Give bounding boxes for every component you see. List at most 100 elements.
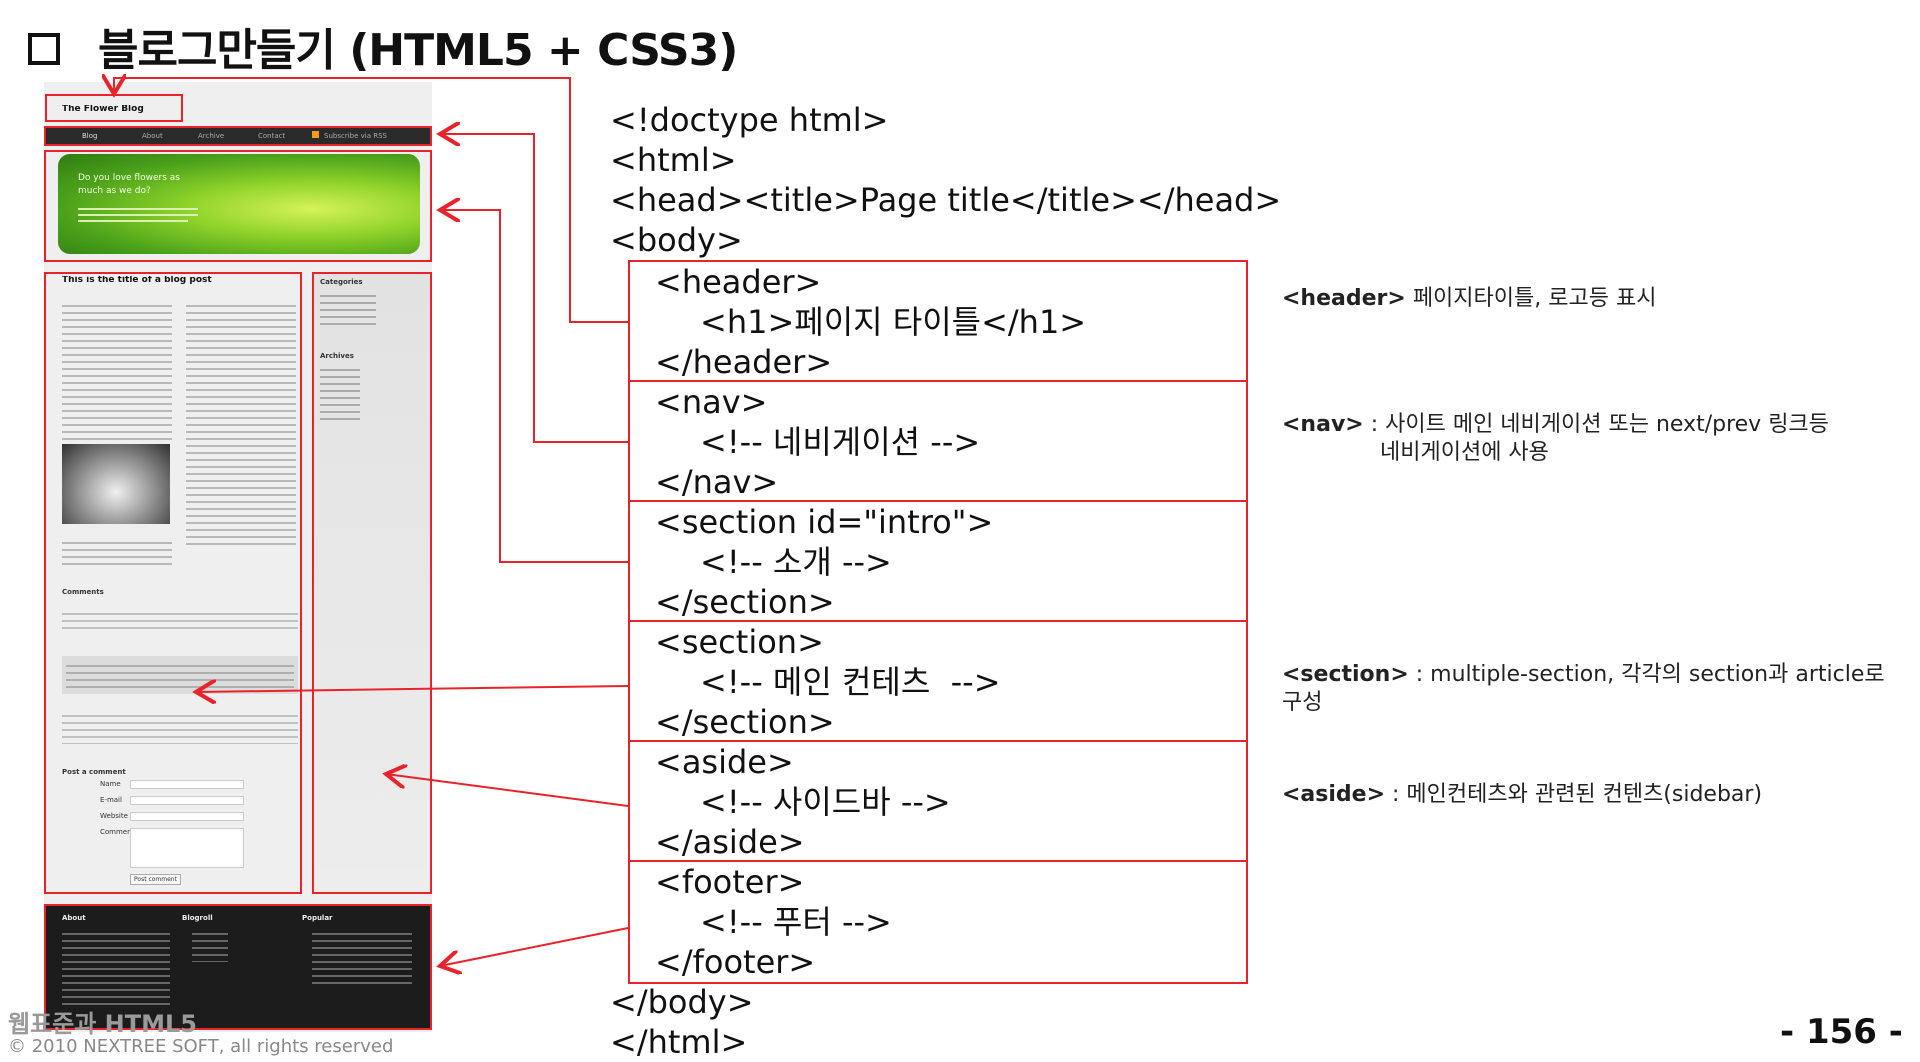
thumb-footer-about-text — [62, 928, 170, 1008]
arrow-aside — [386, 774, 629, 807]
thumb-sidebar-archives: Archives — [320, 352, 354, 360]
code-footer-close: </footer> — [655, 943, 816, 981]
code-body-close: </body> — [610, 983, 754, 1021]
checkbox-bullet-icon — [28, 33, 60, 65]
thumb-name-input — [130, 780, 244, 789]
desc-aside-tag: <aside> — [1282, 782, 1386, 807]
code-footer-comment: <!-- 푸터 --> — [700, 903, 892, 941]
thumb-footer-about: About — [62, 914, 86, 922]
thumb-comment-1 — [62, 608, 298, 634]
thumb-nav-contact: Contact — [258, 132, 286, 140]
code-nav-open: <nav> — [655, 383, 768, 421]
desc-section-text: : multiple-section, 각각의 section과 article… — [1408, 662, 1885, 687]
code-section-close: </section> — [655, 703, 835, 741]
thumb-archives-list — [320, 364, 360, 420]
code-intro-open: <section id="intro"> — [655, 503, 994, 541]
thumb-footer-popular-list — [312, 928, 412, 988]
code-aside-open: <aside> — [655, 743, 794, 781]
thumb-post-text-col2 — [186, 300, 296, 550]
thumb-website-input — [130, 812, 244, 821]
desc-nav-tag: <nav> — [1282, 412, 1364, 437]
thumb-footer-box — [44, 904, 432, 1030]
desc-nav: <nav> : 사이트 메인 네비게이션 또는 next/prev 링크등 — [1282, 410, 1829, 440]
thumb-intro-heading: Do you love flowers as much as we do? — [78, 173, 180, 196]
thumb-nav-about: About — [142, 132, 163, 140]
thumb-main-box — [44, 272, 302, 894]
desc-nav-line2: 네비게이션에 사용 — [1380, 440, 1549, 465]
thumb-form-label-name: Name — [100, 780, 121, 788]
code-body-open: <body> — [610, 221, 743, 259]
code-header-close: </header> — [655, 343, 833, 381]
thumb-post-text-col1 — [62, 300, 172, 440]
blog-layout-thumbnail: The Flower Blog Blog About Archive Conta… — [44, 82, 432, 1032]
footer-copyright: © 2010 NEXTREE SOFT, all rights reserved — [8, 1036, 394, 1057]
page-number: - 156 - — [1780, 1012, 1903, 1052]
code-nav-comment: <!-- 네비게이션 --> — [700, 423, 981, 461]
footer-code-box — [628, 860, 1248, 984]
thumb-comments-heading: Comments — [62, 588, 104, 596]
desc-header-tag: <header> — [1282, 286, 1406, 311]
thumb-nav-blog: Blog — [82, 132, 98, 140]
code-head: <head><title>Page title</title></head> — [610, 181, 1282, 219]
thumb-intro-line — [78, 214, 198, 216]
code-intro-comment: <!-- 소개 --> — [700, 543, 892, 581]
thumb-nav-archive: Archive — [198, 132, 225, 140]
code-section-open: <section> — [655, 623, 824, 661]
slide-title: 블로그만들기 (HTML5 + CSS3) — [28, 14, 738, 78]
desc-nav-text: : 사이트 메인 네비게이션 또는 next/prev 링크등 — [1363, 412, 1829, 437]
thumb-post-title: This is the title of a blog post — [62, 276, 212, 285]
arrow-section — [196, 686, 629, 692]
code-header-h1: <h1>페이지 타이틀</h1> — [700, 303, 1087, 341]
thumb-intro-banner — [58, 154, 420, 254]
desc-header-text: 페이지타이틀, 로고등 표시 — [1405, 286, 1657, 311]
thumb-comment-textarea — [130, 828, 244, 868]
desc-aside-text: : 메인컨테츠와 관련된 컨텐츠(sidebar) — [1385, 782, 1763, 807]
thumb-nav-box — [44, 126, 432, 146]
thumb-comment-2 — [66, 660, 294, 690]
thumb-categories-list — [320, 290, 376, 326]
thumb-post-text-col1b — [62, 537, 172, 567]
code-doctype: <!doctype html> — [610, 101, 889, 139]
arrow-nav — [440, 134, 628, 443]
thumb-footer-blogroll-list — [192, 928, 228, 962]
thumb-footer-blogroll: Blogroll — [182, 914, 213, 922]
desc-section: <section> : multiple-section, 각각의 sectio… — [1282, 660, 1885, 690]
thumb-intro-box — [44, 150, 432, 262]
code-html-open: <html> — [610, 141, 737, 179]
code-intro-close: </section> — [655, 583, 835, 621]
code-header-open: <header> — [655, 263, 822, 301]
slide-title-text: 블로그만들기 (HTML5 + CSS3) — [98, 25, 738, 76]
thumb-intro-line — [78, 208, 198, 210]
thumb-flower-image — [62, 444, 170, 524]
code-aside-comment: <!-- 사이드바 --> — [700, 783, 951, 821]
thumb-blog-title: The Flower Blog — [62, 105, 144, 114]
code-footer-open: <footer> — [655, 863, 805, 901]
thumb-email-input — [130, 796, 244, 805]
code-section-comment: <!-- 메인 컨테츠 --> — [700, 663, 1001, 701]
thumb-nav-bar — [46, 128, 430, 144]
thumb-form-label-comment: Comment — [100, 828, 135, 836]
rss-icon — [312, 131, 319, 138]
thumb-form-label-website: Website — [100, 812, 128, 820]
arrow-footer — [440, 927, 629, 966]
thumb-comment-3 — [62, 710, 298, 744]
thumb-form-label-email: E-mail — [100, 796, 122, 804]
code-html-close: </html> — [610, 1023, 748, 1061]
thumb-sidebar-categories: Categories — [320, 278, 363, 286]
desc-header: <header> 페이지타이틀, 로고등 표시 — [1282, 284, 1656, 314]
thumb-nav-rss: Subscribe via RSS — [324, 132, 387, 140]
arrow-header — [114, 78, 628, 323]
code-aside-close: </aside> — [655, 823, 805, 861]
desc-section-line2: 구성 — [1282, 690, 1323, 715]
code-nav-close: </nav> — [655, 463, 779, 501]
desc-aside: <aside> : 메인컨테츠와 관련된 컨텐츠(sidebar) — [1282, 780, 1762, 810]
thumb-aside-box — [312, 272, 432, 894]
thumb-post-comment-heading: Post a comment — [62, 768, 126, 776]
arrow-intro — [440, 210, 628, 563]
thumb-intro-line — [78, 220, 188, 222]
thumb-footer-popular: Popular — [302, 914, 333, 922]
thumb-submit-button: Post comment — [130, 874, 181, 885]
desc-section-tag: <section> — [1282, 662, 1409, 687]
footer-course-title: 웹표준과 HTML5 — [8, 1010, 198, 1038]
